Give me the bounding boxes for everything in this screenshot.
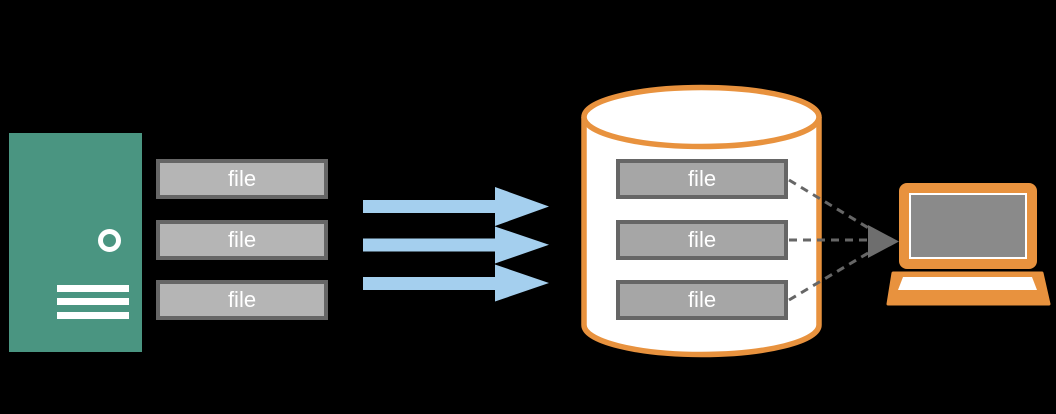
- laptop-keyboard-area: [898, 277, 1037, 290]
- server-tower-icon: [9, 133, 142, 352]
- laptop-bezel: [909, 193, 1027, 259]
- transfer-arrow-icon-3: [363, 264, 549, 302]
- source-file-label-1: file: [227, 166, 257, 191]
- db-file-label-1: file: [687, 166, 717, 191]
- db-file-box-2: file: [616, 220, 788, 260]
- laptop-base: [886, 271, 1051, 306]
- vent-bar-icon: [57, 298, 129, 305]
- connector-line-top: [788, 178, 886, 240]
- connector-line-bottom: [788, 241, 886, 302]
- source-file-label-3: file: [227, 287, 257, 312]
- download-arrowhead-icon: [868, 225, 899, 258]
- transfer-arrows: [363, 187, 549, 302]
- db-file-label-2: file: [687, 227, 717, 252]
- source-file-box-1: file: [156, 159, 328, 199]
- transfer-arrow-icon-1: [363, 187, 549, 226]
- vent-bar-icon: [57, 312, 129, 319]
- vent-bar-icon: [57, 285, 129, 292]
- source-file-box-2: file: [156, 220, 328, 260]
- transfer-arrow-icon-2: [363, 226, 549, 264]
- db-file-box-3: file: [616, 280, 788, 320]
- source-file-label-2: file: [227, 227, 257, 252]
- laptop-screen: [899, 183, 1037, 269]
- cylinder-top: [581, 84, 822, 150]
- power-ring-icon: [98, 229, 121, 252]
- download-connectors: [788, 178, 899, 302]
- db-file-label-3: file: [687, 287, 717, 312]
- laptop-display: [911, 195, 1025, 257]
- db-file-box-1: file: [616, 159, 788, 199]
- source-file-box-3: file: [156, 280, 328, 320]
